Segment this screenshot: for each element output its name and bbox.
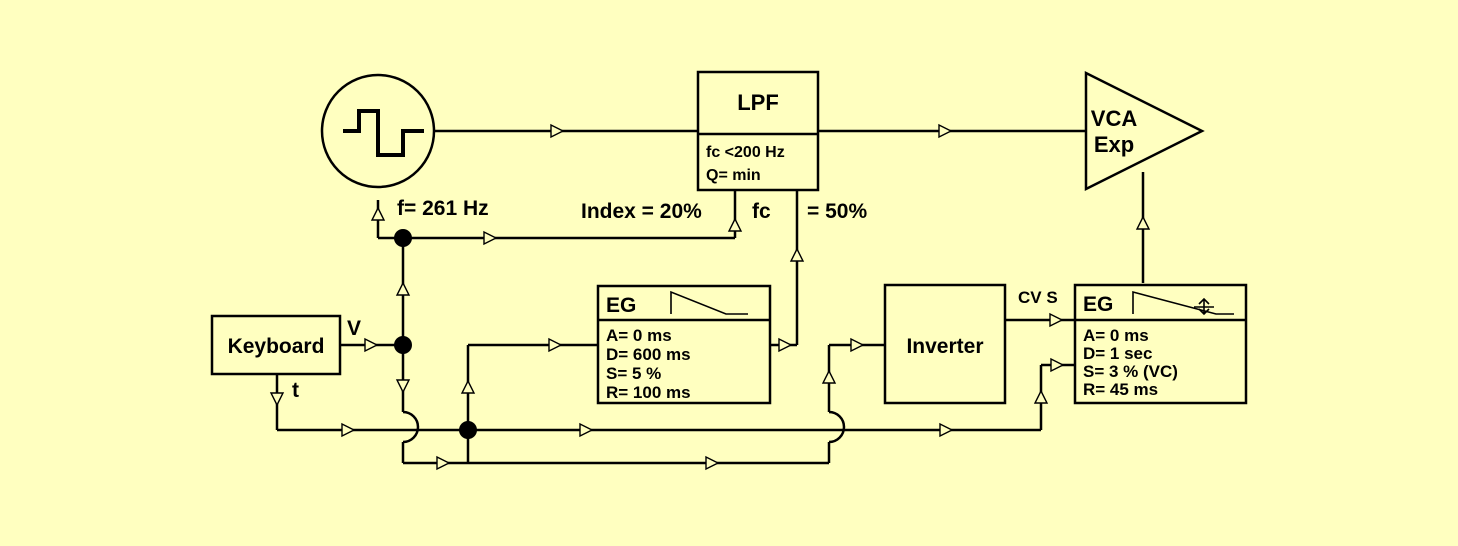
junctions bbox=[394, 229, 477, 439]
junction-dot bbox=[394, 336, 412, 354]
arrow-right-icon bbox=[938, 123, 953, 139]
arrow-down-icon bbox=[269, 392, 285, 407]
keyboard-box bbox=[210, 314, 342, 376]
lpf-title: LPF bbox=[737, 90, 779, 115]
eg2-release: R= 45 ms bbox=[1083, 380, 1158, 399]
eg1-decay: D= 600 ms bbox=[606, 345, 691, 364]
arrow-right-icon bbox=[778, 337, 793, 353]
junction-dot bbox=[394, 229, 412, 247]
lpf-box bbox=[696, 70, 820, 192]
vca-module: VCA Exp bbox=[1084, 70, 1205, 192]
arrows bbox=[269, 123, 1151, 471]
vca-triangle bbox=[1084, 70, 1205, 192]
eg2-module: EG CV S A= 0 ms D= 1 sec S= 3 % (VC) R= … bbox=[1018, 283, 1248, 405]
eg2-decay: D= 1 sec bbox=[1083, 344, 1152, 363]
arrow-up-icon bbox=[727, 217, 743, 232]
wire-v-bus-hop bbox=[402, 410, 420, 444]
eg2-box bbox=[1073, 283, 1248, 405]
keyboard-t-label: t bbox=[292, 379, 299, 402]
lpf-q: Q= min bbox=[706, 167, 761, 184]
arrow-down-icon bbox=[395, 379, 411, 394]
eg2-title: EG bbox=[1083, 293, 1113, 316]
arrow-up-icon bbox=[460, 379, 476, 394]
arrow-right-icon bbox=[705, 455, 720, 471]
arrow-up-icon bbox=[1033, 389, 1049, 404]
eg1-attack: A= 0 ms bbox=[606, 326, 672, 345]
arrow-up-icon bbox=[1135, 215, 1151, 230]
eg1-title: EG bbox=[606, 294, 636, 317]
inverter-title: Inverter bbox=[906, 335, 983, 358]
keyboard-module: Keyboard V t bbox=[210, 314, 361, 402]
vca-line1: VCA bbox=[1091, 106, 1138, 131]
arrow-up-icon bbox=[370, 206, 386, 221]
arrow-right-icon bbox=[548, 337, 563, 353]
arrow-up-icon bbox=[395, 281, 411, 296]
eg1-sustain: S= 5 % bbox=[606, 364, 661, 383]
lpf-fc-mod-label: = 50% bbox=[807, 200, 867, 223]
oscillator: f= 261 Hz bbox=[320, 73, 489, 220]
arrow-right-icon bbox=[364, 337, 379, 353]
vca-line2: Exp bbox=[1094, 132, 1134, 157]
arrow-up-icon bbox=[789, 247, 805, 262]
arrow-right-icon bbox=[1049, 312, 1064, 328]
inverter-module: Inverter bbox=[883, 283, 1007, 405]
square-wave-icon bbox=[343, 109, 424, 157]
eg2-sustain: S= 3 % (VC) bbox=[1083, 362, 1178, 381]
arrow-right-icon bbox=[579, 422, 594, 438]
arrow-up-icon bbox=[821, 369, 837, 384]
lpf-fc-input-label: fc bbox=[752, 200, 771, 223]
lpf-module: LPF fc <200 Hz Q= min Index = 20% fc = 5… bbox=[581, 70, 867, 223]
lpf-index-label: Index = 20% bbox=[581, 200, 702, 223]
sustain-adjust-icon bbox=[1194, 297, 1214, 316]
eg1-release: R= 100 ms bbox=[606, 383, 691, 402]
eg2-attack: A= 0 ms bbox=[1083, 326, 1149, 345]
envelope-shape-icon bbox=[670, 290, 748, 315]
keyboard-title: Keyboard bbox=[228, 335, 325, 358]
eg1-module: EG A= 0 ms D= 600 ms S= 5 % R= 100 ms bbox=[596, 284, 772, 405]
inverter-box bbox=[883, 283, 1007, 405]
wires bbox=[275, 129, 1145, 465]
arrow-right-icon bbox=[550, 123, 565, 139]
arrow-right-icon bbox=[436, 455, 451, 471]
arrow-right-icon bbox=[483, 230, 498, 246]
arrow-right-icon bbox=[1050, 357, 1065, 373]
arrow-right-icon bbox=[939, 422, 954, 438]
junction-dot bbox=[459, 421, 477, 439]
wire-gate-hop bbox=[828, 410, 846, 444]
envelope-shape-icon bbox=[1132, 290, 1234, 315]
eg2-cv-label: CV S bbox=[1018, 288, 1058, 307]
eg1-box bbox=[596, 284, 772, 405]
arrow-right-icon bbox=[341, 422, 356, 438]
oscillator-freq-label: f= 261 Hz bbox=[397, 197, 489, 220]
arrow-right-icon bbox=[850, 337, 865, 353]
lpf-fc: fc <200 Hz bbox=[706, 144, 785, 161]
keyboard-v-label: V bbox=[347, 317, 361, 340]
